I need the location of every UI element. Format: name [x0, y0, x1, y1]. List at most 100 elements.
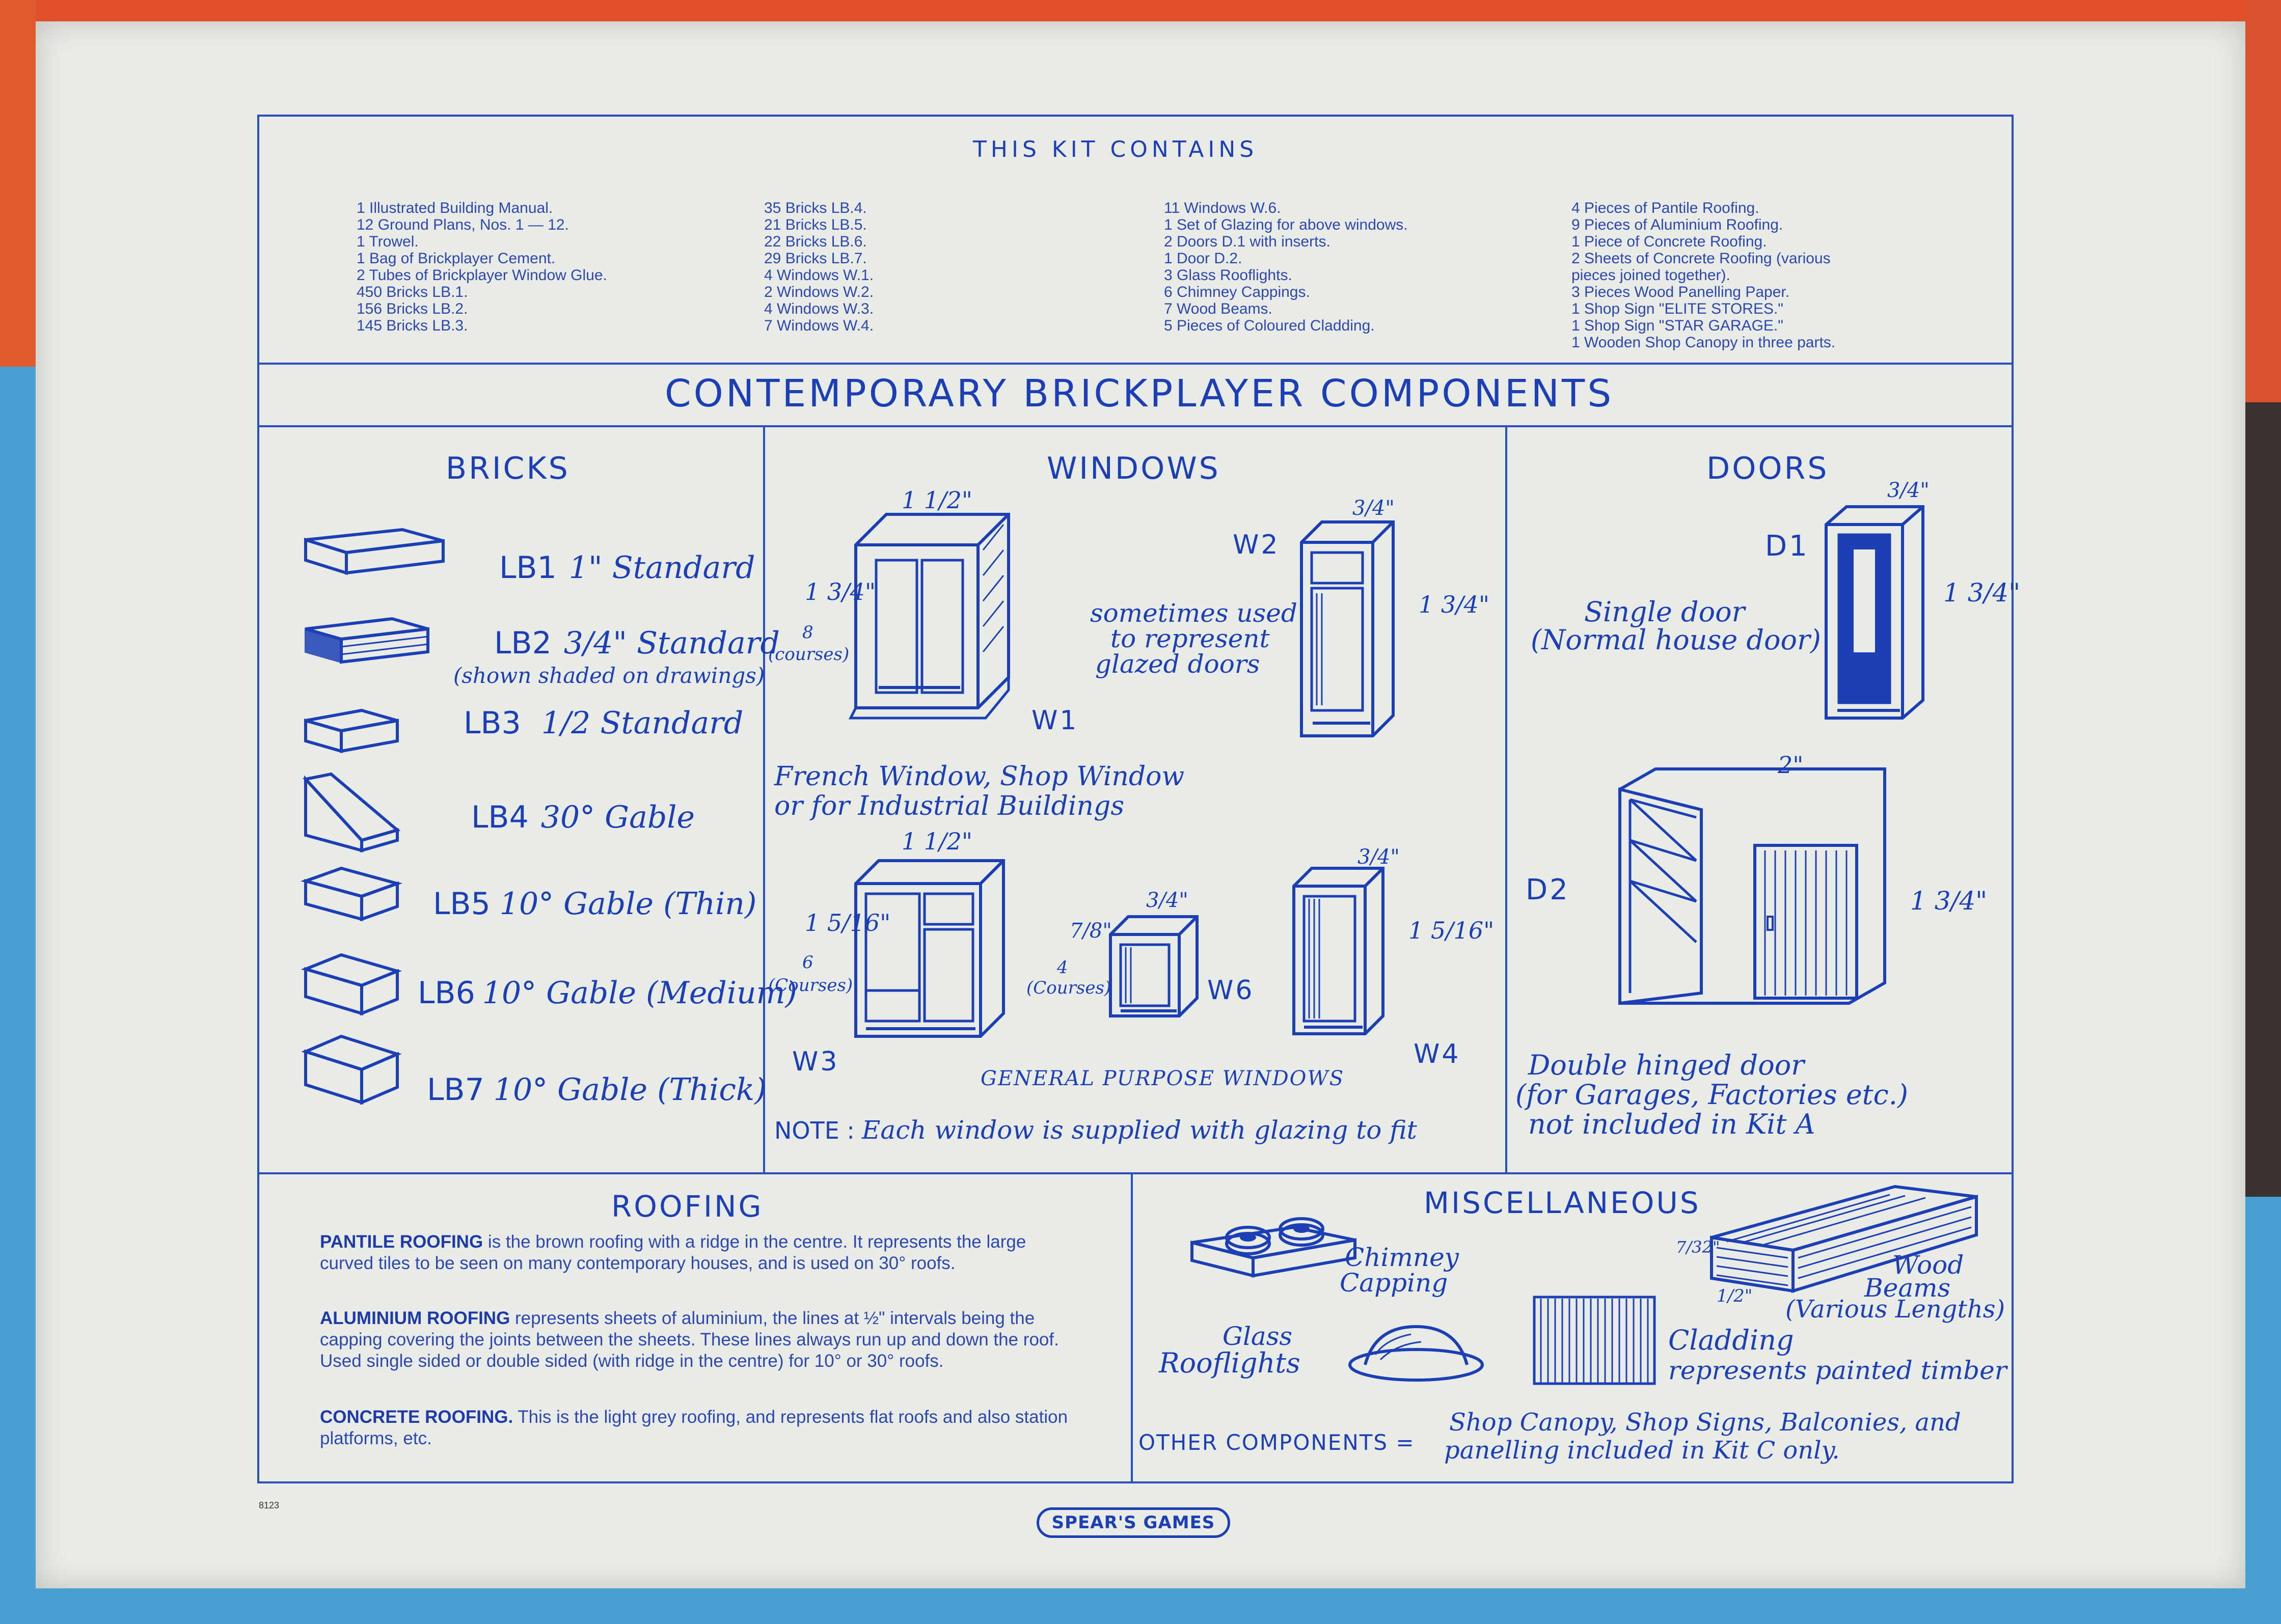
kit-item: 5 Pieces of Coloured Cladding. — [1164, 317, 1375, 334]
divider-bricks-windows — [763, 425, 765, 1174]
kit-item: 22 Bricks LB.6. — [764, 233, 867, 250]
brick-lb3-code: LB3 — [464, 705, 521, 741]
other-components-line-1: Shop Canopy, Shop Signs, Balconies, and — [1449, 1408, 1961, 1437]
w6-label: W6 — [1207, 975, 1255, 1006]
windows-note-label: NOTE : — [774, 1117, 855, 1144]
print-code: 8123 — [259, 1500, 280, 1510]
w3-courses: 6 — [802, 952, 813, 973]
w6-courses-word: (Courses) — [1026, 978, 1111, 998]
kit-item: 156 Bricks LB.2. — [357, 300, 468, 317]
kit-item: 12 Ground Plans, Nos. 1 — 12. — [357, 216, 569, 233]
w2-note-1: sometimes used — [1090, 598, 1297, 628]
brick-lb3-drawing — [304, 708, 399, 753]
divider-roofing-misc — [1131, 1172, 1133, 1481]
kit-item: 2 Windows W.2. — [764, 284, 874, 300]
kit-item: 11 Windows W.6. — [1164, 200, 1281, 216]
kit-item: 1 Wooden Shop Canopy in three parts. — [1571, 334, 1836, 351]
w1-drawing — [848, 513, 1010, 720]
brick-lb3-label: LB3 1/2 Standard — [464, 705, 743, 741]
d1-width: 3/4" — [1887, 479, 1930, 502]
kit-item: 145 Bricks LB.3. — [357, 317, 468, 334]
w3-width: 1 1/2" — [902, 828, 973, 855]
divider-kit — [257, 363, 2012, 365]
kit-column-3: 11 Windows W.6.1 Set of Glazing for abov… — [1164, 200, 1408, 334]
kit-item: 7 Wood Beams. — [1164, 300, 1272, 317]
roofing-concrete-title: CONCRETE ROOFING. — [320, 1407, 513, 1427]
d2-note-1: Double hinged door — [1528, 1049, 1805, 1081]
kit-item: 1 Trowel. — [357, 233, 419, 250]
w4-label: W4 — [1414, 1039, 1461, 1069]
kit-title: THIS KIT CONTAINS — [973, 136, 1258, 162]
rooflights-label-1: Glass — [1223, 1322, 1293, 1351]
misc-heading: MISCELLANEOUS — [1424, 1186, 1701, 1220]
w2-note-2: to represent — [1110, 624, 1270, 653]
windows-note: NOTE :Each window is supplied with glazi… — [774, 1115, 1417, 1145]
other-components-line-2: panelling included in Kit C only. — [1444, 1436, 1840, 1465]
w2-note-3: glazed doors — [1095, 649, 1260, 679]
w3-courses-word: (Courses) — [768, 975, 853, 996]
windows-heading: WINDOWS — [1047, 451, 1220, 486]
glass-rooflight-drawing — [1348, 1325, 1484, 1382]
d2-height: 1 3/4" — [1910, 886, 1988, 916]
lid-edge-right-red — [2245, 0, 2281, 402]
other-components-label: OTHER COMPONENTS = — [1138, 1430, 1415, 1455]
brick-lb1-desc: 1" Standard — [568, 550, 755, 586]
kit-item: 1 Piece of Concrete Roofing. — [1571, 233, 1767, 250]
roofing-concrete-text: This is the light grey roofing, and repr… — [320, 1407, 1068, 1448]
lid-edge-right-dark — [2245, 402, 2281, 1197]
lid-edge-bottom — [0, 1588, 2281, 1624]
w2-label: W2 — [1233, 530, 1280, 560]
doors-heading: DOORS — [1706, 451, 1829, 486]
chimney-label-2: Capping — [1340, 1268, 1448, 1298]
brick-lb7-code: LB7 — [427, 1072, 484, 1108]
kit-item: 3 Glass Rooflights. — [1164, 267, 1292, 284]
brick-lb1-label: LB1 1" Standard — [499, 550, 755, 586]
w6-width: 3/4" — [1146, 889, 1188, 912]
divider-title — [257, 425, 2012, 427]
w3-drawing — [854, 859, 1005, 1038]
chimney-label-1: Chimney — [1345, 1243, 1459, 1272]
d2-label: D2 — [1526, 873, 1570, 906]
roofing-heading: ROOFING — [611, 1189, 764, 1224]
beam-label-2: Beams — [1864, 1273, 1951, 1303]
d2-note-2: (for Garages, Factories etc.) — [1515, 1079, 1908, 1111]
brick-lb1-code: LB1 — [499, 550, 557, 586]
kit-item: 2 Doors D.1 with inserts. — [1164, 233, 1330, 250]
roofing-aluminium-text: represents sheets of aluminium, the line… — [320, 1308, 1059, 1371]
brick-lb4-code: LB4 — [471, 800, 529, 835]
lid-edge-right-blue — [2245, 1197, 2281, 1624]
d2-note-3: not included in Kit A — [1528, 1108, 1815, 1140]
kit-item: 1 Shop Sign "STAR GARAGE." — [1571, 317, 1783, 334]
brick-lb6-desc: 10° Gable (Medium) — [482, 975, 797, 1011]
spears-games-logo: SPEAR'S GAMES — [1037, 1507, 1230, 1538]
divider-lower — [257, 1172, 2012, 1174]
roofing-pantile-title: PANTILE ROOFING — [320, 1232, 483, 1252]
lid-edge-top — [0, 0, 2281, 21]
d1-note-2: (Normal house door) — [1531, 624, 1821, 656]
d1-drawing — [1825, 505, 1924, 720]
brick-lb3-desc: 1/2 Standard — [541, 705, 744, 741]
w6-height: 7/8" — [1070, 919, 1112, 943]
brick-lb2-desc: 3/4" Standard — [563, 625, 780, 661]
cladding-drawing — [1533, 1296, 1656, 1385]
w6-courses: 4 — [1057, 957, 1068, 978]
beam-dim-1: 7/32" — [1676, 1237, 1720, 1257]
kit-item: 29 Bricks LB.7. — [764, 250, 867, 267]
spears-games-text: SPEAR'S GAMES — [1051, 1512, 1215, 1533]
rooflights-label-2: Rooflights — [1159, 1347, 1300, 1379]
kit-item: 7 Windows W.4. — [764, 317, 874, 334]
d2-width: 2" — [1778, 751, 1804, 779]
kit-item: 4 Windows W.3. — [764, 300, 874, 317]
brick-lb4-drawing — [303, 772, 401, 852]
kit-column-2: 35 Bricks LB.4.21 Bricks LB.5.22 Bricks … — [764, 200, 874, 334]
outer-frame — [257, 115, 2014, 1483]
brick-lb7-desc: 10° Gable (Thick) — [493, 1072, 767, 1108]
divider-windows-doors — [1505, 425, 1507, 1174]
kit-item: 1 Door D.2. — [1164, 250, 1242, 267]
lid-edge-left-blue — [0, 367, 36, 1624]
roofing-aluminium: ALUMINIUM ROOFING represents sheets of a… — [320, 1308, 1074, 1372]
